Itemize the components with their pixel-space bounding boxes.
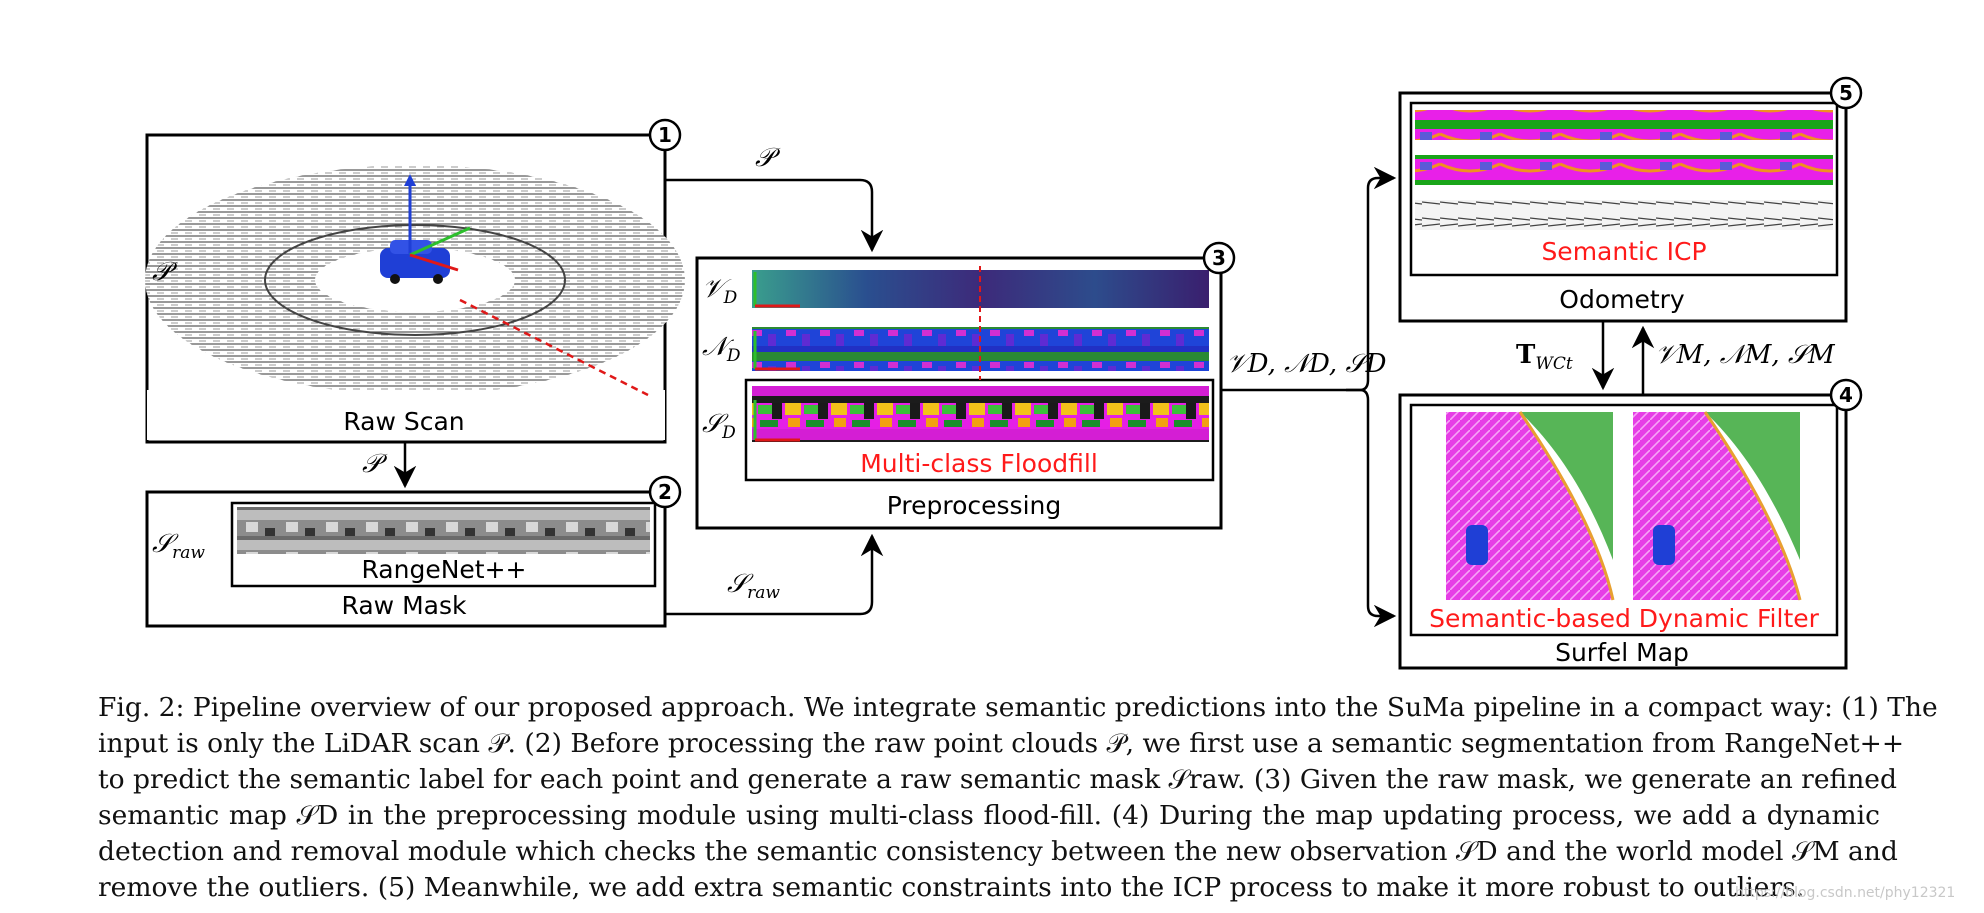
- figure-caption: Fig. 2: Pipeline overview of our propose…: [98, 690, 1938, 906]
- raw-mask-title: Raw Mask: [342, 591, 467, 620]
- raw-mask-box: RangeNet++ Raw Mask 𝒮raw 2: [145, 475, 682, 628]
- arrow-label-preprocessing-output: 𝒱D, 𝒩D, 𝒮D: [1226, 349, 1387, 379]
- odometry-box: Semantic ICP Odometry 5: [1398, 76, 1863, 323]
- step-number-badge-4: 4: [1829, 378, 1863, 412]
- dynamic-filter-label: Semantic-based Dynamic Filter: [1429, 604, 1820, 633]
- caption-line: to predict the semantic label for each p…: [98, 764, 1897, 795]
- arrow-label-pose: TWCt: [1516, 340, 1573, 374]
- step-number-badge-5: 5: [1829, 76, 1863, 110]
- svg-text:1: 1: [658, 123, 672, 147]
- arrow-label-top-p: 𝒫: [755, 143, 781, 173]
- surfel-map-after-filter: [1633, 411, 1802, 601]
- range-image-mask: [237, 507, 650, 554]
- odometry-semantic-scan-2: [1415, 155, 1833, 185]
- floodfill-label: Multi-class Floodfill: [860, 449, 1098, 478]
- arrows: [393, 166, 1655, 628]
- odometry-semantic-scan-1: [1415, 110, 1833, 140]
- raw-scan-box: Raw Scan 𝒫 1: [145, 118, 685, 444]
- caption-line: input is only the LiDAR scan 𝒫. (2) Befo…: [98, 728, 1905, 759]
- svg-text:4: 4: [1839, 383, 1853, 407]
- arrow-label-raw-mask: 𝒮raw: [727, 569, 780, 603]
- step-number-badge-2: 2: [648, 475, 682, 509]
- lidar-point-cloud-image: [145, 165, 685, 440]
- caption-line: detection and removal module which check…: [98, 836, 1898, 867]
- semantic-row-label: 𝒮D: [702, 409, 736, 443]
- step-number-badge-3: 3: [1202, 241, 1236, 275]
- raw-scan-title: Raw Scan: [343, 407, 464, 436]
- caption-line: semantic map 𝒮D in the preprocessing mod…: [98, 800, 1880, 831]
- coordinate-axes-icon: [404, 174, 471, 272]
- surfel-map-before-filter: [1446, 411, 1615, 601]
- svg-text:5: 5: [1839, 81, 1853, 105]
- surfel-map-title: Surfel Map: [1555, 638, 1689, 667]
- image-axis-arrows: [753, 272, 800, 442]
- pipeline-diagram: Raw Scan 𝒫 1 RangeNet++ Raw Mask 𝒮raw 2: [145, 76, 1863, 670]
- arrow-label-map-output: 𝒱M, 𝒩M, 𝒮M: [1655, 340, 1836, 370]
- caption-line: remove the outliers. (5) Meanwhile, we a…: [98, 872, 1805, 903]
- semantic-icp-label: Semantic ICP: [1541, 237, 1706, 266]
- caption-line: Fig. 2: Pipeline overview of our propose…: [98, 692, 1938, 723]
- surfel-map-box: Semantic-based Dynamic Filter Surfel Map…: [1398, 378, 1863, 670]
- semantic-map-image: [752, 386, 1209, 442]
- odometry-residual-scan: [1415, 200, 1833, 230]
- svg-text:2: 2: [658, 480, 672, 504]
- arrow-label-scan-to-mask: 𝒫: [362, 449, 388, 479]
- watermark: https://blog.csdn.net/phy12321: [1735, 885, 1956, 901]
- preprocessing-box: Multi-class Floodfill Preprocessing 𝒱D 𝒩…: [695, 241, 1236, 530]
- odometry-title: Odometry: [1559, 285, 1685, 314]
- svg-text:3: 3: [1212, 246, 1226, 270]
- preprocessing-title: Preprocessing: [887, 491, 1061, 520]
- rangenet-title: RangeNet++: [361, 555, 526, 584]
- step-number-badge-1: 1: [648, 118, 682, 152]
